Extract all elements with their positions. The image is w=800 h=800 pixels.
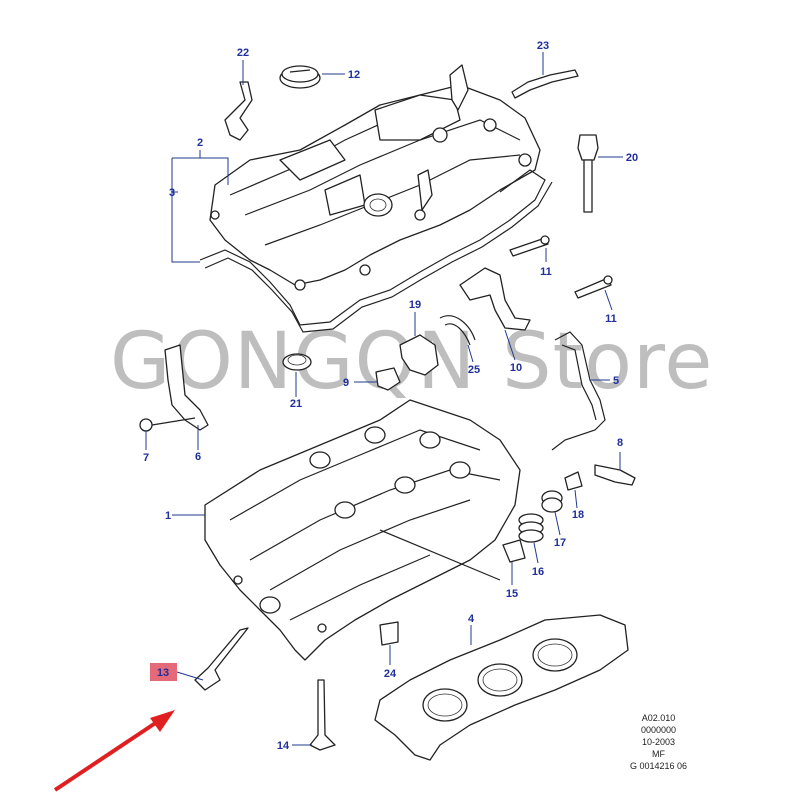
- callout-7[interactable]: 7: [143, 452, 149, 464]
- bracket-23: [511, 69, 579, 99]
- callout-13[interactable]: 13: [157, 667, 169, 679]
- highlight-box-13: [150, 663, 177, 681]
- dipstick-tube-5: [551, 331, 606, 451]
- camshaft-sensor-19: [399, 334, 439, 376]
- bolt-11-lower: [574, 275, 613, 299]
- callout-12[interactable]: 12: [348, 69, 360, 81]
- bolt-20: [577, 134, 599, 213]
- callout-25[interactable]: 25: [468, 364, 480, 376]
- oil-filler-cap: [279, 65, 321, 89]
- valve-14: [309, 679, 336, 751]
- spring-16: [518, 513, 544, 543]
- callout-20[interactable]: 20: [626, 152, 638, 164]
- sensor-9: [375, 367, 401, 391]
- callout-3[interactable]: 3: [169, 187, 175, 199]
- tappet-24: [379, 621, 399, 646]
- callout-17[interactable]: 17: [554, 537, 566, 549]
- reference-number: 0000000: [640, 725, 676, 735]
- reference-drawing-id: G 0014216 06: [629, 761, 687, 771]
- valve-cover: [209, 64, 541, 291]
- leader-lines: [145, 52, 623, 746]
- cylinder-head: [204, 399, 521, 661]
- callout-23[interactable]: 23: [537, 40, 549, 52]
- spring-clip-25: [439, 315, 476, 346]
- red-arrow-indicator: [53, 710, 175, 792]
- valve-seal-15: [502, 539, 526, 563]
- callout-1[interactable]: 1: [165, 510, 171, 522]
- drawing-reference-block: A02.010 0000000 10-2003 MF G 0014216 06: [630, 712, 687, 772]
- callout-9[interactable]: 9: [343, 377, 349, 389]
- callout-11-lower[interactable]: 11: [605, 313, 617, 325]
- reference-date: 10-2003: [641, 737, 675, 747]
- callout-4[interactable]: 4: [468, 613, 475, 625]
- spark-plug-8: [594, 464, 636, 486]
- bolt-11-upper: [509, 235, 550, 257]
- callout-8[interactable]: 8: [617, 437, 623, 449]
- callout-14[interactable]: 14: [277, 740, 290, 752]
- seal-21: [282, 353, 312, 371]
- callout-19[interactable]: 19: [409, 299, 421, 311]
- callout-24[interactable]: 24: [384, 668, 397, 680]
- callout-11-upper[interactable]: 11: [540, 266, 552, 278]
- bracket-22: [224, 81, 253, 141]
- bracket-10: [459, 267, 531, 331]
- valve-cover-gasket: [199, 169, 553, 333]
- valve-keepers-18: [564, 471, 583, 491]
- valve-spring-17: [541, 490, 563, 513]
- callout-18[interactable]: 18: [572, 509, 584, 521]
- bolt-7: [139, 417, 196, 432]
- callout-15[interactable]: 15: [506, 588, 518, 600]
- head-gasket: [374, 614, 629, 761]
- reference-initials: MF: [651, 749, 665, 759]
- callout-10[interactable]: 10: [510, 362, 522, 374]
- valve-13: [194, 627, 249, 691]
- callout-6[interactable]: 6: [195, 451, 201, 463]
- reference-code: A02.010: [641, 713, 676, 723]
- callout-22[interactable]: 22: [237, 47, 249, 59]
- callout-21[interactable]: 21: [290, 398, 302, 410]
- callout-16[interactable]: 16: [532, 566, 544, 578]
- bracket-6: [164, 344, 209, 431]
- callout-5[interactable]: 5: [613, 375, 619, 387]
- callout-2[interactable]: 2: [197, 137, 203, 149]
